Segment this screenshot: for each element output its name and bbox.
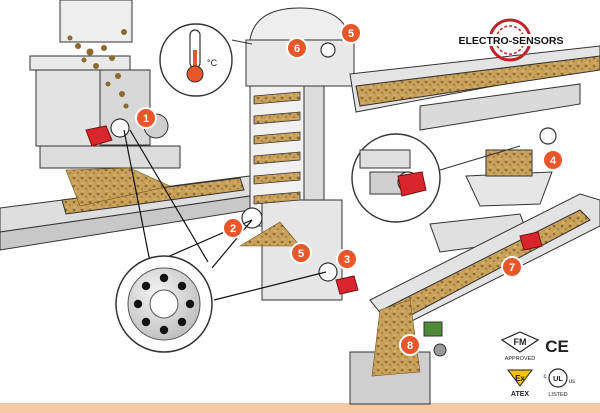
atex-ex-mark: Ex ATEX [507, 369, 533, 398]
elevator-boot-pulley [241, 207, 263, 229]
electro-sensors-logo: ELECTRO-SENSORS [452, 18, 570, 62]
ce-mark: CE [545, 337, 569, 356]
crusher-pulley [110, 118, 130, 138]
target-disc-callout [115, 255, 213, 353]
marker-5-top[interactable]: 5 [340, 22, 362, 44]
svg-text:5: 5 [348, 28, 354, 40]
fm-approved-mark: FM APPROVED [500, 331, 540, 362]
marker-3[interactable]: 3 [336, 248, 358, 270]
marker-4[interactable]: 4 [542, 149, 564, 171]
elevator-speed-sensor [335, 275, 359, 295]
tail-pulley-sensor [433, 343, 447, 357]
footer-strip [0, 403, 600, 413]
svg-text:4: 4 [550, 155, 557, 167]
thermometer-unit: °C [207, 58, 218, 68]
grain-pile-center [238, 221, 301, 247]
svg-text:UL: UL [553, 374, 563, 383]
svg-text:FM: FM [514, 337, 527, 347]
conveyor-sensor-7 [519, 231, 543, 251]
brand-name: ELECTRO-SENSORS [458, 35, 563, 47]
svg-text:8: 8 [407, 340, 413, 352]
grain-chute-flow [371, 299, 421, 377]
sensor-closeup-callout [351, 133, 521, 223]
elevator-buckets [253, 91, 301, 205]
marker-6[interactable]: 6 [286, 37, 308, 59]
svg-text:LISTED: LISTED [548, 392, 567, 398]
svg-text:7: 7 [509, 262, 515, 274]
falling-grain [67, 29, 129, 109]
marker-2[interactable]: 2 [222, 217, 244, 239]
svg-text:CE: CE [545, 337, 569, 356]
screw-drive-pulley [539, 127, 557, 145]
svg-text:us: us [569, 379, 575, 385]
marker-1[interactable]: 1 [135, 107, 157, 129]
screw-conveyor [349, 45, 600, 131]
svg-text:2: 2 [230, 223, 236, 235]
target-disc-holes [133, 273, 195, 335]
elevator-tail-pulley [318, 262, 338, 282]
marker-7[interactable]: 7 [501, 256, 523, 278]
svg-text:1: 1 [143, 113, 149, 125]
crusher-hopper [29, 0, 181, 169]
thermometer-icon [186, 65, 204, 83]
belt-alignment-sensor [423, 321, 443, 337]
svg-text:c: c [544, 374, 547, 380]
left-conveyor [0, 175, 251, 251]
svg-text:ATEX: ATEX [511, 391, 529, 398]
svg-text:3: 3 [344, 254, 350, 266]
marker-8[interactable]: 8 [399, 334, 421, 356]
svg-text:6: 6 [294, 43, 300, 55]
grain-pile-left [65, 167, 171, 207]
svg-text:Ex: Ex [515, 374, 525, 383]
elevator-head-pulley [320, 42, 336, 58]
marker-5-bottom[interactable]: 5 [290, 242, 312, 264]
svg-text:APPROVED: APPROVED [505, 356, 536, 362]
crusher-speed-sensor [85, 125, 113, 147]
ul-listed-mark: UL c us LISTED [544, 368, 575, 398]
svg-text:5: 5 [298, 248, 304, 260]
thermometer-callout: °C [159, 23, 253, 97]
